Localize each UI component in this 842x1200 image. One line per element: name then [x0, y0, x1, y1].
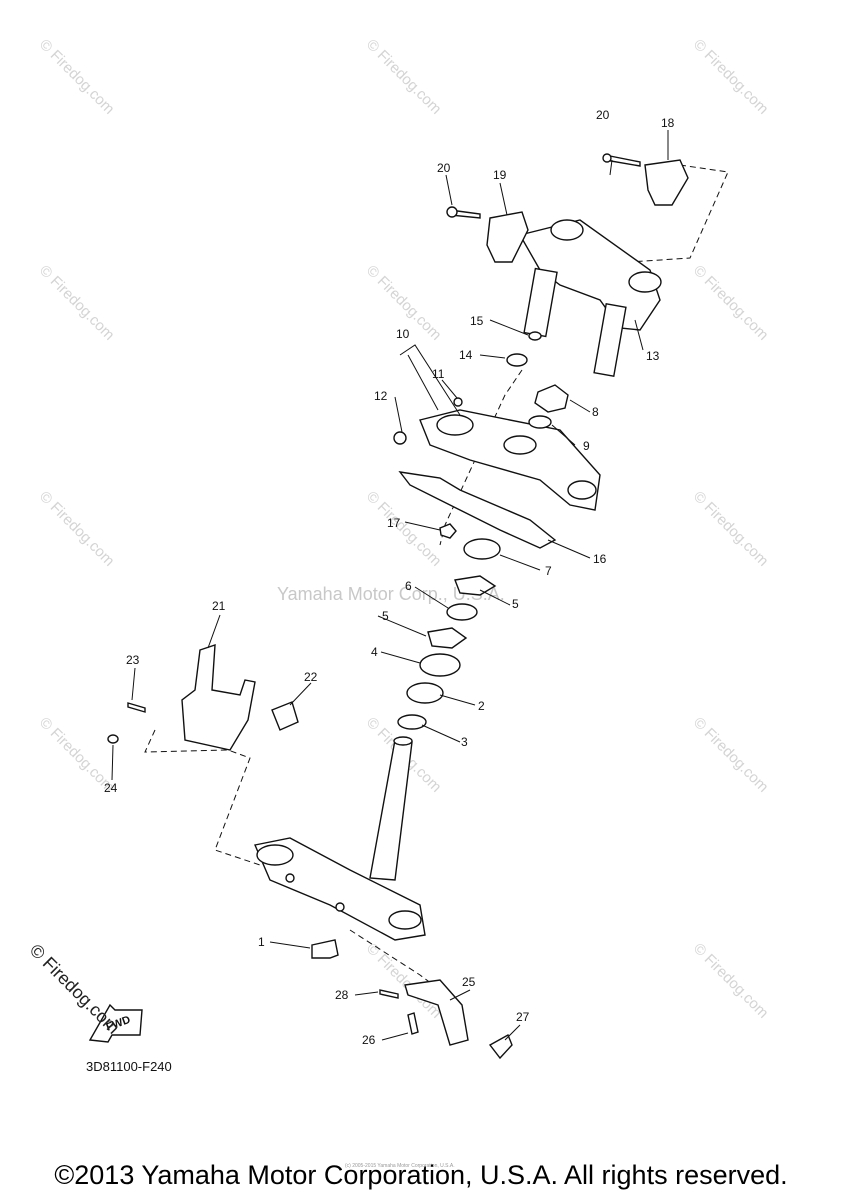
leader-line: [207, 614, 221, 649]
callout-label: 21: [212, 599, 226, 613]
leader-line: [489, 319, 529, 336]
upper-bracket: [419, 409, 601, 511]
leader-line: [354, 991, 379, 996]
washer-14: [506, 353, 528, 367]
leader-line: [404, 521, 441, 531]
seal-3: [397, 714, 427, 730]
leader-line: [449, 989, 471, 1001]
leader-line: [380, 651, 421, 664]
callout-label: 8: [592, 405, 599, 419]
washer-7: [463, 538, 501, 560]
callout-label: 24: [104, 781, 118, 795]
callout-label: 15: [470, 314, 484, 328]
cable-guide-16: [398, 471, 557, 549]
callout-label: 5: [382, 609, 389, 623]
callout-label: 23: [126, 653, 140, 667]
leader-line: [547, 539, 591, 559]
handlebar-holder: [518, 219, 662, 378]
pad-22: [271, 701, 299, 731]
callout-label: 18: [661, 116, 675, 130]
copyright-notice: ©2013 Yamaha Motor Corporation, U.S.A. A…: [54, 1160, 788, 1190]
bracket-21: [181, 644, 256, 751]
leader-line: [504, 1024, 521, 1041]
bolt-26: [407, 1012, 419, 1035]
bolt-28: [379, 989, 399, 999]
bolt-23: [127, 702, 146, 713]
callout-label: 6: [405, 579, 412, 593]
assembly-line: [629, 164, 729, 263]
leader-line: [381, 1032, 409, 1041]
leader-line: [441, 379, 458, 399]
leader-line: [445, 174, 453, 206]
bolt-11: [453, 397, 463, 407]
leader-line: [377, 615, 427, 637]
diagram-code: 3D81100-F240: [86, 1059, 172, 1074]
bearing-2: [406, 682, 444, 704]
leader-line: [407, 354, 439, 411]
leader-line: [111, 744, 114, 781]
callout-label: 20: [437, 161, 451, 175]
washer-15: [528, 331, 542, 341]
ring-nut-5-lower: [427, 627, 468, 649]
upper-holder-18: [644, 159, 689, 206]
leader-line: [131, 667, 136, 701]
cap-27: [488, 1034, 513, 1060]
callout-label: 19: [493, 168, 507, 182]
leader-line: [399, 344, 461, 416]
cap-12: [393, 431, 407, 445]
callout-label: 27: [516, 1010, 530, 1024]
callout-label: 4: [371, 645, 378, 659]
tiny-notice: (c) 2005-2015 Yamaha Motor Corporation, …: [345, 1163, 455, 1169]
callout-label: 17: [387, 516, 401, 530]
leader-line: [609, 159, 613, 176]
bracket-25: [404, 979, 469, 1046]
leader-line: [499, 554, 541, 571]
nut-17: [439, 523, 457, 539]
upper-holder-19: [486, 211, 529, 263]
ring-nut-5-upper: [454, 575, 497, 596]
washer-9: [528, 415, 552, 429]
leader-line: [569, 399, 591, 413]
fwd-arrow-icon: [88, 1003, 143, 1043]
callout-label: 22: [304, 670, 318, 684]
leader-line: [289, 682, 312, 706]
assembly-line: [144, 729, 261, 866]
leader-line: [634, 319, 644, 351]
cover-4: [419, 653, 461, 677]
assembly-line: [349, 929, 441, 991]
leader-line: [551, 424, 576, 446]
leader-line: [269, 941, 311, 949]
leader-line: [499, 182, 508, 216]
under-bracket: [254, 736, 426, 941]
leader-line: [394, 396, 403, 433]
callout-label: 7: [545, 564, 552, 578]
callout-label: 14: [459, 348, 473, 362]
callout-label: 16: [593, 552, 607, 566]
callout-label: 9: [583, 439, 590, 453]
callout-label: 12: [374, 389, 388, 403]
callout-label: 2: [478, 699, 485, 713]
callout-label: 11: [432, 367, 445, 381]
callout-label: 1: [258, 935, 265, 949]
leader-line: [479, 589, 511, 606]
callout-label: 26: [362, 1033, 376, 1047]
callout-label: 10: [396, 327, 410, 341]
collar-24: [107, 734, 119, 744]
center-watermark: Yamaha Motor Corp., U.S.A.: [277, 584, 505, 604]
nut-8: [534, 384, 569, 413]
callout-label: 13: [646, 349, 660, 363]
callout-label: 5: [512, 597, 519, 611]
callout-label: 3: [461, 735, 468, 749]
callout-label: 20: [596, 108, 610, 122]
leader-line: [421, 724, 461, 743]
leader-line: [439, 694, 476, 706]
callout-label: 25: [462, 975, 476, 989]
stopper-1: [311, 939, 339, 959]
washer-6: [446, 603, 478, 621]
leader-line: [414, 586, 449, 609]
leader-line: [479, 354, 506, 359]
callout-label: 28: [335, 988, 349, 1002]
